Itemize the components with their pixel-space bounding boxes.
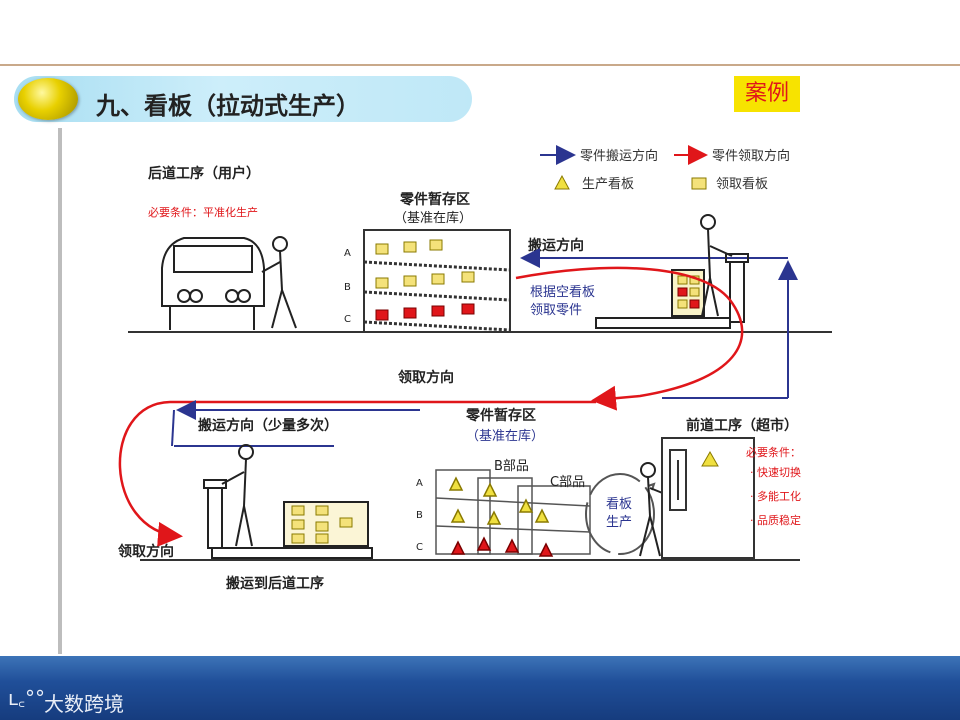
shelf-bottom-label-c: C [416,542,423,553]
title-banner [14,76,472,122]
footer-band [0,656,960,720]
part-c-label: C部品 [550,475,585,490]
legend-pickup-kanban-icon [691,177,707,190]
case-badge: 案例 [734,76,800,112]
shelf-bottom-label-a: A [416,478,423,489]
upstream-process-label: 前道工序（超市） [686,417,798,434]
downstream-process-label: 后道工序（用户） [148,165,260,182]
legend-production-kanban-icon [554,174,570,190]
upstream-requirement: 必要条件： [746,445,801,459]
upstream-condition-3: · 品质稳定 [750,513,801,527]
transport-small-lots-vertical [171,409,175,447]
shelf-rack-bottom [435,469,591,557]
transport-direction-top-label: 搬运方向 [528,237,584,254]
pickup-arrow-loop-right [515,266,744,411]
store-bottom-subtitle: （基准在库） [466,428,544,444]
kanban-production-line1: 看板 [606,496,632,512]
downstream-requirement: 必要条件：平准化生产 [148,205,258,219]
pickup-arrow-loop-left [118,400,596,547]
shelf-bottom-label-b: B [416,510,423,521]
legend-pickup-label: 零件领取方向 [712,148,790,164]
legend-pickup-kanban-label: 领取看板 [716,176,768,192]
shelf-rack-top [363,229,511,333]
legend-production-kanban-label: 生产看板 [582,176,634,192]
pickup-direction-left-label: 领取方向 [118,543,174,560]
transport-small-lots-label: 搬运方向（少量多次） [198,417,338,434]
legend-transport-label: 零件搬运方向 [580,148,658,164]
part-b-label: B部品 [494,459,529,474]
forklift-icon-bottom [203,444,373,559]
header-divider [0,64,960,66]
legend: 零件搬运方向 零件领取方向 生产看板 领取看板 [540,145,790,192]
pickup-note-line1: 根据空看板 [530,284,595,300]
footer-brand: 大数跨境 [44,692,124,716]
shelf-top-label-a: A [344,248,351,259]
forklift-icon-top [595,214,749,329]
pickup-direction-middle-label: 领取方向 [398,369,454,386]
shelf-top-label-c: C [344,314,351,325]
left-margin-rule [58,128,62,654]
worker-icon-downstream [261,236,297,329]
upstream-condition-1: · 快速切换 [750,465,801,479]
shelf-top-label-b: B [344,282,351,293]
slide-title: 九、看板（拉动式生产） [96,91,360,120]
worker-icon-upstream [639,462,671,557]
store-top-subtitle: （基准在库） [394,210,472,226]
footer-logo: ʟ꜀°° [8,686,46,710]
pickup-note-line2: 领取零件 [530,303,582,318]
title-bullet-icon [18,78,78,120]
store-top-title: 零件暂存区 [399,191,470,208]
upstream-condition-2: · 多能工化 [750,489,801,503]
machine-icon-upstream [661,437,755,559]
store-bottom-title: 零件暂存区 [465,407,536,424]
transport-to-downstream-label: 搬运到后道工序 [226,575,324,592]
kanban-production-line2: 生产 [606,515,632,530]
car-icon [161,237,265,330]
